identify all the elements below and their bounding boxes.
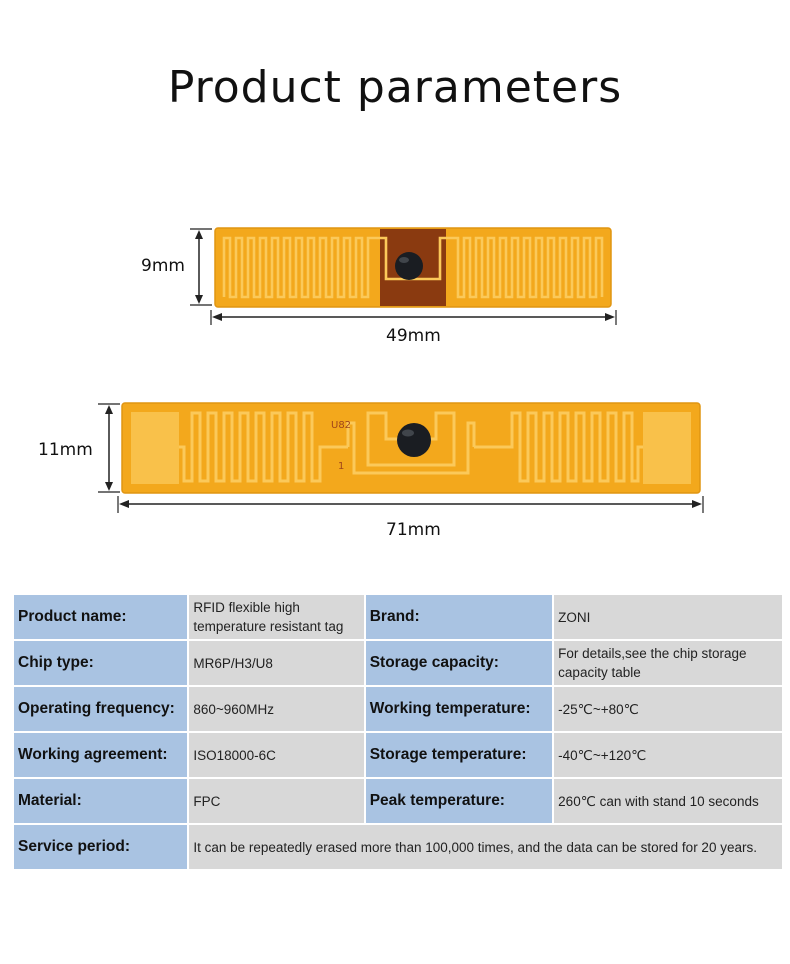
- spec-value: -40℃~+120℃: [554, 733, 782, 777]
- table-row: Chip type: MR6P/H3/U8 Storage capacity: …: [14, 641, 782, 685]
- large-tag-marker: 1: [338, 461, 344, 472]
- service-period-label: Service period:: [14, 825, 188, 869]
- spec-value: 260℃ can with stand 10 seconds: [554, 779, 782, 823]
- spec-label: Product name:: [14, 595, 188, 639]
- small-tag-antenna-left: [222, 236, 378, 299]
- spec-label: Chip type:: [14, 641, 188, 685]
- spec-value: ZONI: [554, 595, 782, 639]
- spec-table: Product name: RFID flexible high tempera…: [12, 593, 784, 871]
- spec-value: 860~960MHz: [189, 687, 364, 731]
- small-tag-width-label: 49mm: [386, 326, 441, 346]
- spec-value: FPC: [189, 779, 364, 823]
- table-row: Product name: RFID flexible high tempera…: [14, 595, 782, 639]
- spec-label: Storage capacity:: [365, 641, 553, 685]
- spec-value: ISO18000-6C: [189, 733, 364, 777]
- large-tag-antenna-left: [179, 411, 348, 483]
- table-row: Service period: It can be repeatedly era…: [14, 825, 782, 869]
- spec-label: Working agreement:: [14, 733, 188, 777]
- large-tag-width-label: 71mm: [386, 520, 441, 540]
- spec-label: Working temperature:: [365, 687, 553, 731]
- large-rfid-tag-figure: U82 1: [98, 402, 704, 513]
- page-title: Product parameters: [167, 62, 623, 113]
- large-tag-chip-marking: U82: [331, 420, 351, 431]
- spec-label: Operating frequency:: [14, 687, 188, 731]
- small-tag-chip: [395, 252, 423, 280]
- spec-value: MR6P/H3/U8: [189, 641, 364, 685]
- large-tag-antenna-right: [474, 411, 643, 483]
- spec-value: -25℃~+80℃: [554, 687, 782, 731]
- spec-label: Material:: [14, 779, 188, 823]
- small-tag-height-label: 9mm: [141, 256, 185, 276]
- large-tag-height-label: 11mm: [38, 440, 93, 460]
- spec-label: Peak temperature:: [365, 779, 553, 823]
- spec-value: For details,see the chip storage capacit…: [554, 641, 782, 685]
- table-row: Working agreement: ISO18000-6C Storage t…: [14, 733, 782, 777]
- large-tag-pad-left: [131, 412, 179, 484]
- small-tag-antenna-right: [448, 236, 604, 299]
- table-row: Material: FPC Peak temperature: 260℃ can…: [14, 779, 782, 823]
- large-tag-chip: [397, 423, 431, 457]
- small-rfid-tag-figure: [190, 227, 617, 325]
- spec-label: Brand:: [365, 595, 553, 639]
- table-row: Operating frequency: 860~960MHz Working …: [14, 687, 782, 731]
- spec-label: Storage temperature:: [365, 733, 553, 777]
- large-tag-loop: [346, 421, 476, 475]
- spec-value: RFID flexible high temperature resistant…: [189, 595, 364, 639]
- large-tag-pad-right: [643, 412, 691, 484]
- service-period-value: It can be repeatedly erased more than 10…: [189, 825, 782, 869]
